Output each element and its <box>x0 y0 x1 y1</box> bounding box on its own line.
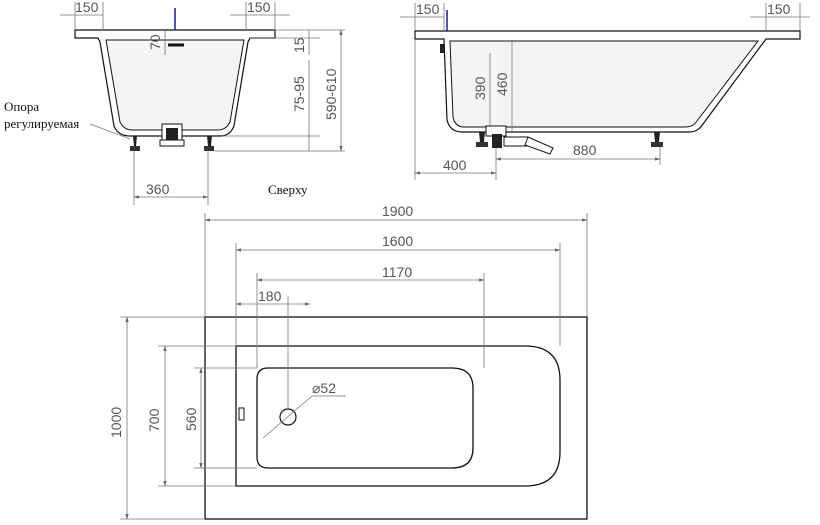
dim-plan-180: 180 <box>258 288 282 304</box>
front-view-feet <box>476 132 663 147</box>
support-leader <box>89 123 131 140</box>
plan-overflow <box>238 407 245 421</box>
side-view: Опора регулируемая 150 150 70 15 75-95 5… <box>4 0 345 205</box>
dim-front-880: 880 <box>573 142 597 158</box>
dim-side-15: 15 <box>291 37 307 53</box>
plan-bowl-bottom <box>256 367 474 469</box>
support-label-line1: Опора <box>4 99 39 114</box>
top-view-title: Сверху <box>268 182 308 197</box>
dim-front-390: 390 <box>472 76 488 100</box>
dim-plan-1000: 1000 <box>108 407 124 438</box>
dim-plan-1600: 1600 <box>382 233 413 249</box>
front-overflow <box>440 44 445 53</box>
dim-side-590-610: 590-610 <box>323 68 339 120</box>
dim-front-400: 400 <box>443 157 467 173</box>
front-view-tub-inner <box>449 40 760 128</box>
side-view-tub-inner <box>105 39 245 131</box>
dim-side-right-flange: 150 <box>247 0 271 15</box>
dim-plan-700: 700 <box>146 408 162 432</box>
dim-front-right-flange: 150 <box>767 1 791 17</box>
front-view: 150 150 390 460 400 880 <box>400 1 810 180</box>
side-view-drain <box>159 123 185 147</box>
plan-bowl-outline <box>235 345 561 487</box>
support-label-line2: регулируемая <box>4 116 79 131</box>
dim-plan-drain: ⌀52 <box>312 380 336 396</box>
plan-outer-rim <box>204 316 588 520</box>
dim-plan-1900: 1900 <box>382 203 413 219</box>
side-view-feet <box>130 136 214 151</box>
dim-side-360: 360 <box>146 181 170 197</box>
dim-plan-1170: 1170 <box>382 264 412 280</box>
dim-side-left-flange: 150 <box>75 0 99 15</box>
dim-front-460: 460 <box>494 72 510 96</box>
dim-side-75-95: 75-95 <box>291 76 307 112</box>
dim-front-left-flange: 150 <box>416 1 440 17</box>
plan-view: ⌀52 1900 1600 1170 180 1000 700 560 <box>108 203 588 520</box>
dim-side-70: 70 <box>147 34 163 50</box>
front-view-drain-siphon <box>485 125 554 155</box>
dim-plan-560: 560 <box>183 407 199 431</box>
